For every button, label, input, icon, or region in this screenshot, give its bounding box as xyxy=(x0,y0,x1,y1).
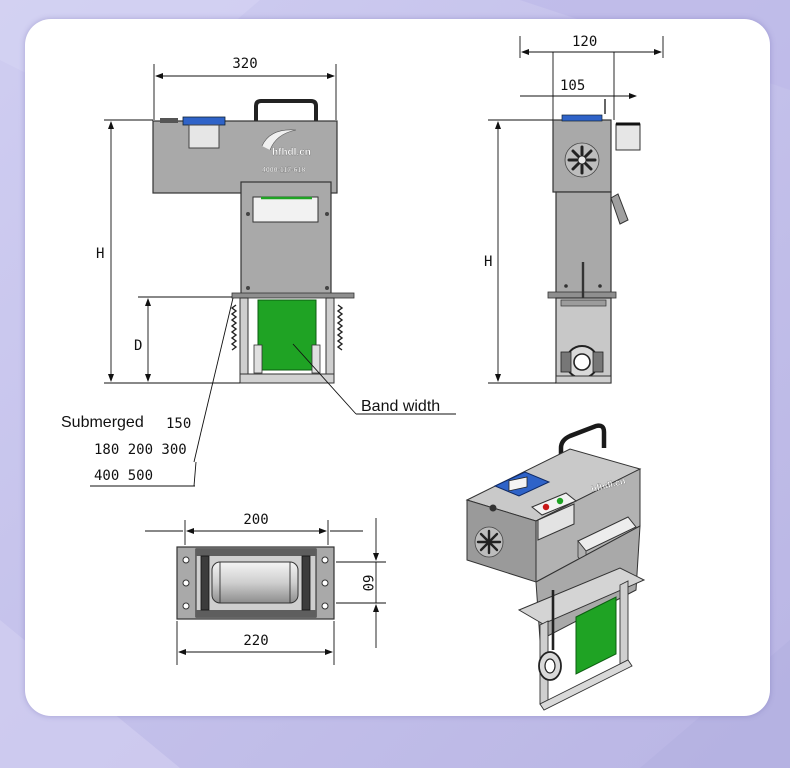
submerged-option-1: 150 xyxy=(166,416,191,432)
isometric-view: hfhdl.cn xyxy=(465,423,646,711)
controller-top xyxy=(182,116,226,126)
top-depth-label: 60 xyxy=(359,575,375,592)
side-control-box xyxy=(615,123,641,151)
mounting-plate xyxy=(231,292,355,299)
depth-dimension-label: D xyxy=(134,338,142,354)
side-width-outer-label: 120 xyxy=(572,34,597,50)
submerged-label: Submerged xyxy=(61,414,144,431)
iso-handle xyxy=(558,423,607,470)
band-width-leader xyxy=(292,343,357,415)
width-dimension-label: 320 xyxy=(232,56,257,72)
band-width-label: Band width xyxy=(361,398,440,415)
side-height-dimension-label: H xyxy=(484,254,492,270)
side-view: 120 105 xyxy=(484,34,664,384)
carry-handle xyxy=(254,99,318,121)
iso-pulley xyxy=(538,651,562,681)
submerged-option-3: 400 500 xyxy=(94,468,153,484)
phone-number-text: 4000-117-618 xyxy=(262,167,305,174)
right-spring xyxy=(336,304,344,351)
top-view: 200 220 xyxy=(145,512,386,665)
roller xyxy=(211,561,299,604)
top-base-width-label: 220 xyxy=(243,633,268,649)
side-width-inner-label: 105 xyxy=(560,78,585,94)
iso-fan-icon xyxy=(474,526,504,558)
height-dimension-label: H xyxy=(96,246,104,262)
submerged-leader xyxy=(200,297,234,433)
brand-logo-icon xyxy=(261,129,297,151)
brand-logo-text: hfhdl.cn xyxy=(272,147,311,158)
iso-button-panel xyxy=(531,492,577,516)
frame-bottom xyxy=(239,373,335,384)
frame-left xyxy=(239,297,249,384)
top-housing xyxy=(152,120,338,194)
iso-oil-belt xyxy=(575,596,617,675)
iso-frame-bottom xyxy=(539,659,633,711)
display-window xyxy=(188,124,220,149)
iso-mount-plate xyxy=(517,567,646,625)
submerged-option-2: 180 200 300 xyxy=(94,442,187,458)
left-spring xyxy=(230,304,238,351)
side-pulley xyxy=(560,345,604,379)
side-lever xyxy=(610,193,629,225)
iso-start-button xyxy=(556,497,564,505)
frame-right xyxy=(325,297,335,384)
lower-panel-window xyxy=(252,196,319,223)
front-view: 320 hfhdl.cn 4000-117-618 xyxy=(90,56,456,487)
iso-stop-button xyxy=(542,503,550,511)
fan-icon xyxy=(564,142,600,178)
top-width-label: 200 xyxy=(243,512,268,528)
switch-top xyxy=(160,118,178,123)
